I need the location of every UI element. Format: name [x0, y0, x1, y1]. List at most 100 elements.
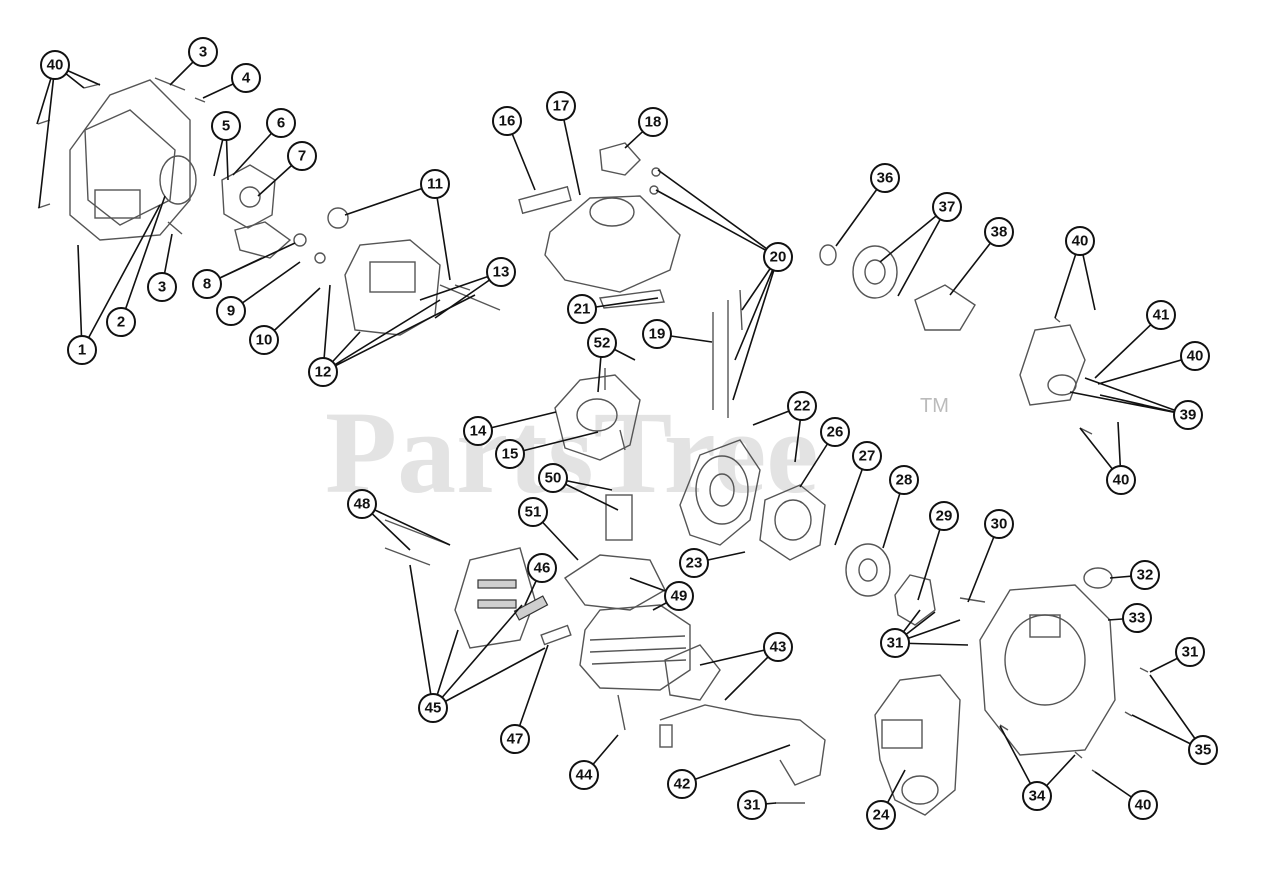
part-crankcase — [979, 567, 1149, 776]
callout-33: 33 — [1122, 603, 1152, 633]
svg-text:52: 52 — [594, 335, 611, 352]
svg-text:39: 39 — [1180, 407, 1197, 424]
part-drawings — [37, 77, 1149, 816]
svg-text:31: 31 — [744, 797, 761, 814]
callout-40-right-low: 40 — [1106, 465, 1136, 495]
callout-47: 47 — [500, 724, 530, 754]
svg-text:47: 47 — [507, 731, 524, 748]
svg-text:50: 50 — [545, 470, 562, 487]
callout-29: 30 — [984, 509, 1014, 539]
callout-4: 4 — [231, 63, 261, 93]
callouts: 40 3 4 5 6 7 3 2 1 8 9 10 11 12 13 16 17… — [40, 37, 1218, 830]
callout-27: 28 — [889, 465, 919, 495]
callout-37: 37 — [932, 192, 962, 222]
svg-text:13: 13 — [493, 264, 510, 281]
watermark-trademark: TM — [920, 395, 949, 417]
svg-text:30: 30 — [991, 516, 1008, 533]
callout-21: 21 — [567, 294, 597, 324]
part-clutch-drum — [845, 543, 986, 626]
part-ignition — [563, 494, 666, 611]
part-clutch — [819, 244, 976, 331]
callout-40-right-mid: 40 — [1180, 341, 1210, 371]
callout-9: 9 — [216, 296, 246, 326]
callout-11: 11 — [420, 169, 450, 199]
svg-text:11: 11 — [427, 176, 443, 193]
callout-43: 43 — [763, 632, 793, 662]
svg-text:36: 36 — [877, 170, 894, 187]
svg-text:3: 3 — [199, 44, 207, 61]
svg-text:20: 20 — [770, 249, 787, 266]
svg-text:40: 40 — [1072, 233, 1089, 250]
svg-text:40: 40 — [1113, 472, 1130, 489]
part-handle — [874, 674, 961, 816]
svg-text:45: 45 — [425, 700, 442, 717]
callout-3-bottom: 3 — [147, 272, 177, 302]
svg-text:12: 12 — [315, 364, 332, 381]
callout-17: 17 — [546, 91, 576, 121]
callout-7: 7 — [287, 141, 317, 171]
part-gearhead — [1019, 317, 1093, 435]
svg-text:40: 40 — [1135, 797, 1152, 814]
watermark: PartsTree TM — [325, 387, 949, 518]
callout-46: 46 — [527, 553, 557, 583]
callout-22: 22 — [787, 391, 817, 421]
svg-text:3: 3 — [158, 279, 166, 296]
svg-text:42: 42 — [674, 776, 691, 793]
part-rods — [712, 289, 743, 418]
svg-text:29: 29 — [936, 508, 953, 525]
callout-35: 35 — [1188, 735, 1218, 765]
callout-3-top: 3 — [188, 37, 218, 67]
callout-1: 1 — [67, 335, 97, 365]
svg-text:32: 32 — [1137, 567, 1154, 584]
svg-text:34: 34 — [1029, 788, 1046, 805]
svg-text:35: 35 — [1195, 742, 1212, 759]
callout-23: 23 — [679, 548, 709, 578]
svg-text:5: 5 — [222, 118, 230, 135]
callout-49: 49 — [664, 581, 694, 611]
callout-16: 16 — [492, 106, 522, 136]
svg-text:7: 7 — [298, 148, 306, 165]
callout-6: 6 — [266, 108, 296, 138]
svg-text:4: 4 — [242, 70, 251, 87]
svg-text:27: 27 — [859, 448, 876, 465]
svg-text:33: 33 — [1129, 610, 1146, 627]
svg-text:19: 19 — [649, 326, 666, 343]
part-housing-front — [37, 79, 197, 241]
svg-text:10: 10 — [256, 332, 273, 349]
callout-36: 36 — [870, 163, 900, 193]
svg-text:37: 37 — [939, 199, 956, 216]
callout-20: 20 — [763, 242, 793, 272]
svg-text:8: 8 — [203, 276, 211, 293]
svg-text:17: 17 — [553, 98, 570, 115]
watermark-brand: PartsTree — [325, 387, 819, 518]
callout-42: 42 — [667, 769, 697, 799]
callout-50: 50 — [538, 463, 568, 493]
callout-24: 24 — [866, 800, 896, 830]
part-small-assembly — [221, 164, 326, 264]
part-carburetor — [327, 207, 501, 336]
svg-text:15: 15 — [502, 446, 519, 463]
callout-26: 27 — [852, 441, 882, 471]
part-cylinder — [579, 604, 691, 731]
callout-41: 41 — [1146, 300, 1176, 330]
svg-text:14: 14 — [470, 423, 487, 440]
callout-38: 38 — [984, 217, 1014, 247]
svg-text:18: 18 — [645, 114, 662, 131]
part-filter-cover — [518, 142, 681, 309]
svg-text:1: 1 — [78, 342, 86, 359]
callout-44: 44 — [569, 760, 599, 790]
callout-45: 45 — [418, 693, 448, 723]
svg-text:22: 22 — [794, 398, 811, 415]
callout-14: 14 — [463, 416, 493, 446]
part-starter — [554, 368, 641, 461]
callout-40-right-top: 40 — [1065, 226, 1095, 256]
svg-text:2: 2 — [117, 314, 125, 331]
callout-40-top-left: 40 — [40, 50, 70, 80]
part-flywheel — [679, 439, 826, 561]
svg-text:16: 16 — [499, 113, 516, 130]
svg-text:6: 6 — [277, 115, 285, 132]
callout-39: 39 — [1173, 400, 1203, 430]
svg-text:49: 49 — [671, 588, 688, 605]
svg-text:51: 51 — [525, 504, 542, 521]
